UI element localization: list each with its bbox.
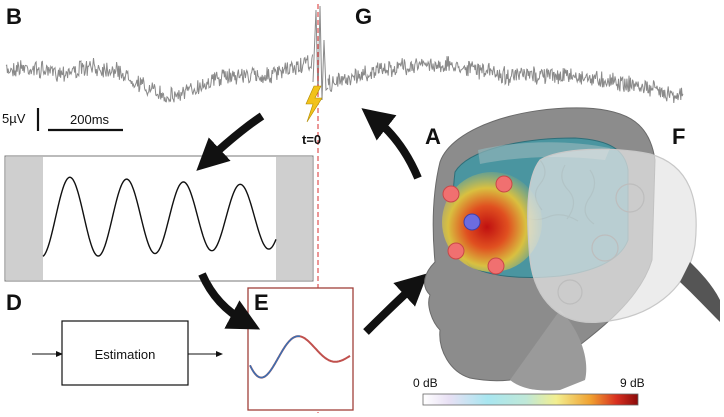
eeg-electrodes: [442, 175, 513, 275]
arrow-head-to-b: [361, 108, 422, 180]
filtered-signal-panel: [4, 155, 314, 282]
arrow-e-to-head: [363, 273, 428, 335]
left-edge-padding: [6, 157, 43, 280]
panel-label-e: E: [254, 290, 269, 315]
panel-label-d: D: [6, 290, 22, 315]
estimation-box: [61, 320, 189, 386]
eeg-trace-post-stimulus: [327, 56, 684, 104]
estimation-label: Estimation: [95, 347, 156, 362]
electrode: [495, 175, 513, 193]
stimulation-artifact: [312, 5, 329, 101]
panel-label-f: F: [672, 124, 685, 149]
head-model: [424, 107, 720, 391]
target-electrode: [463, 213, 481, 231]
amplitude-scale-label: 5µV: [2, 111, 26, 126]
electrode: [442, 185, 460, 203]
scale-bar: 5µV 200ms: [2, 108, 123, 132]
tms-coil: [527, 148, 720, 323]
colorbar: 0 dB 9 dB: [413, 376, 645, 406]
colorbar-max-label: 9 dB: [620, 376, 645, 390]
right-edge-padding: [276, 157, 312, 280]
stimulation-hotspot: [442, 172, 542, 272]
electrode: [487, 257, 505, 275]
prediction-frame: [247, 287, 354, 411]
brain-gyri-highlight: [478, 142, 610, 164]
estimated-wave: [249, 335, 301, 379]
panel-label-g: G: [355, 4, 372, 29]
arrow-b-to-c: [196, 112, 265, 171]
time-scale-label: 200ms: [70, 112, 110, 127]
panel-label-a: A: [425, 124, 441, 149]
phase-prediction-panel: [247, 287, 354, 411]
electrode: [447, 242, 465, 260]
eeg-trace-pre-stimulus: [5, 54, 314, 103]
panel-label-b: B: [6, 4, 22, 29]
arrow-c-to-e: [198, 272, 261, 330]
bandpass-filtered-wave: [42, 176, 277, 257]
lightning-icon: [305, 85, 323, 123]
colorbar-gradient: [422, 393, 639, 406]
estimation-block: Estimation: [32, 320, 223, 386]
coil-cable: [680, 262, 720, 322]
stimulus-time-label: t=0: [302, 132, 321, 147]
filtered-signal-frame: [4, 155, 314, 282]
loop-arrows: [196, 108, 428, 335]
colorbar-min-label: 0 dB: [413, 376, 438, 390]
eeg-trace-panel: [5, 5, 684, 104]
neck: [510, 310, 587, 391]
